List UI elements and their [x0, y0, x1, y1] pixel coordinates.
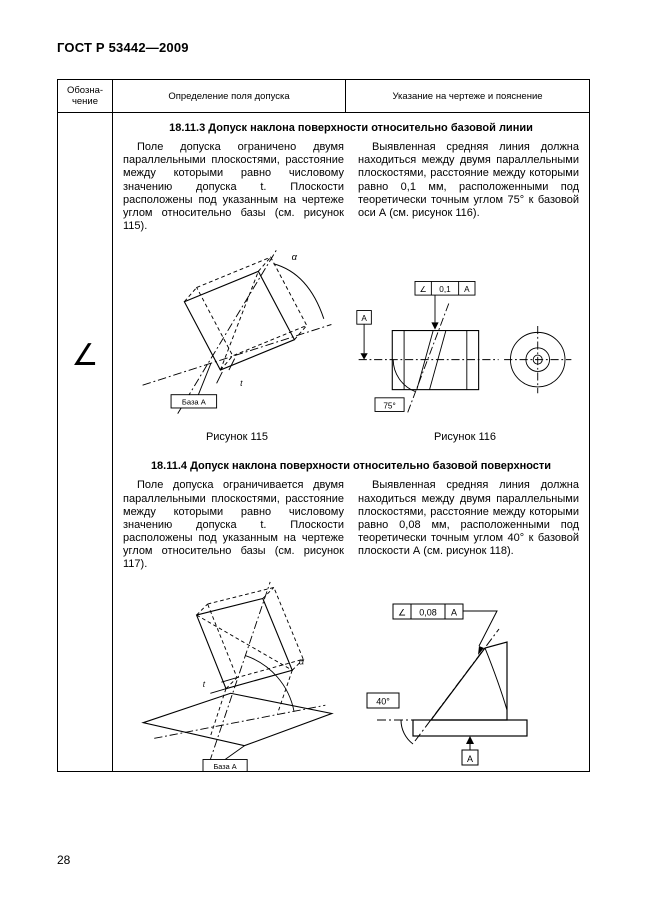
angle-arc: [400, 719, 414, 745]
datum-label-leader: [224, 744, 245, 760]
figure-115-caption: Рисунок 115: [205, 431, 269, 444]
datum-flag: [356, 310, 372, 354]
tolerance-zone-front-plane: [195, 597, 293, 689]
part-outline: [391, 330, 480, 391]
tolerance-t-label: t: [202, 679, 205, 688]
angle-value: 40°: [376, 696, 390, 706]
figure-116-drawing: ∠ 0,1 А А 75°: [356, 281, 572, 413]
datum-label: База А: [182, 398, 207, 407]
figure-117-drawing: α t База А: [140, 581, 334, 771]
datum-line: [142, 324, 332, 386]
inclined-feature-line: [429, 330, 447, 391]
t-extension-line: [220, 676, 237, 683]
angle-arc: [244, 654, 295, 712]
leader-arrow: [478, 645, 484, 655]
tolerance-zone-edges: [195, 586, 304, 737]
base-plane: [140, 692, 334, 746]
figure-116-caption: Рисунок 116: [433, 431, 497, 444]
column-header-designation: Обозна- чение: [58, 80, 113, 112]
end-view: [504, 326, 572, 394]
datum-label-leader: [197, 363, 212, 398]
standard-number: ГОСТ Р 53442—2009: [57, 40, 189, 55]
fcf-symbol: ∠: [420, 285, 427, 294]
section-1-figures: α t База А Рисунок 115: [123, 241, 579, 443]
datum-label-box: [202, 758, 248, 771]
fcf-tolerance-value: 0,1: [439, 285, 451, 294]
document-page: ГОСТ Р 53442—2009 Обозна- чение Определе…: [57, 40, 590, 867]
designation-cell: ∠: [58, 113, 113, 771]
datum-flag-box: [461, 749, 479, 766]
angle-value-box: [374, 397, 405, 413]
angle-arc: [392, 359, 416, 393]
figure-118: ∠ 0,08 А 40° А Рисунок 118: [351, 598, 579, 771]
angle-alpha-label: α: [298, 656, 304, 666]
figure-116: ∠ 0,1 А А 75° Рисунок 116: [351, 276, 579, 443]
table-header-row: Обозна- чение Определение поля допуска У…: [58, 80, 589, 113]
section-1-indication: Выявленная средняя линия должна находить…: [358, 141, 579, 219]
section-2-figures: α t База А Рисунок 117: [123, 580, 579, 771]
table-body: ∠ 18.11.3 Допуск наклона поверхности отн…: [58, 113, 589, 771]
section-2-definition: Поле допуска ограничивается двумя паралл…: [123, 479, 344, 571]
angle-alpha-label: α: [292, 252, 298, 263]
fcf-symbol: ∠: [398, 607, 406, 617]
datum-letter: А: [361, 314, 367, 323]
table-content-cell: 18.11.3 Допуск наклона поверхности относ…: [113, 113, 589, 771]
angle-value-box: [366, 692, 400, 709]
figure-115-drawing: α t База А: [142, 248, 332, 415]
feature-control-frame: [392, 603, 498, 646]
angle-value: 75°: [383, 402, 395, 411]
base-plane-axis: [153, 704, 325, 739]
zone-axis-line: [177, 248, 278, 415]
datum-label: База А: [213, 762, 236, 771]
page-number: 28: [57, 853, 71, 867]
tolerance-zone-front-plane: [183, 270, 296, 372]
datum-letter: А: [467, 754, 473, 764]
section-2-text: Поле допуска ограничивается двумя паралл…: [123, 479, 579, 571]
section-1-text: Поле допуска ограничено двумя параллельн…: [123, 141, 579, 233]
tolerance-zone-edges: [183, 257, 308, 371]
zone-axis-line: [208, 581, 271, 763]
t-extension-line: [216, 372, 223, 384]
section-1-definition: Поле допуска ограничено двумя параллельн…: [123, 141, 344, 233]
inclined-feature-line: [416, 330, 434, 391]
datum-triangle: [466, 735, 474, 744]
leader-arrow: [431, 322, 439, 330]
datum-triangle: [360, 353, 368, 360]
figure-118-drawing: ∠ 0,08 А 40° А: [366, 603, 528, 766]
angularity-symbol: ∠: [71, 338, 99, 373]
feature-axis: [407, 301, 450, 413]
column-header-definition: Определение поля допуска: [113, 80, 346, 112]
figure-115: α t База А Рисунок 115: [123, 241, 351, 443]
fcf-datum-letter: А: [464, 285, 470, 294]
figure-117: α t База А Рисунок 117: [123, 580, 351, 771]
column-header-indication: Указание на чертеже и пояснение: [392, 90, 543, 102]
wedge-detail-curve: [484, 647, 508, 710]
t-extension-line: [209, 687, 226, 694]
feature-control-frame: [414, 281, 476, 323]
tolerance-zone-back-plane: [196, 256, 308, 357]
base-plate: [412, 719, 528, 737]
section-2-indication: Выявленная средняя линия должна находить…: [358, 479, 579, 558]
section-1-title: 18.11.3 Допуск наклона поверхности относ…: [169, 122, 533, 134]
fcf-datum-letter: А: [451, 607, 457, 617]
wedge-part-outline: [429, 640, 508, 721]
tolerance-t-label: t: [240, 378, 243, 388]
tolerance-zone-back-plane: [206, 586, 304, 678]
datum-label-box: [170, 394, 218, 409]
angle-arc: [273, 263, 325, 320]
fcf-tolerance-value: 0,08: [419, 607, 437, 617]
tolerance-table: Обозна- чение Определение поля допуска У…: [57, 79, 590, 772]
t-extension-line: [228, 358, 236, 371]
section-2-title: 18.11.4 Допуск наклона поверхности относ…: [150, 460, 552, 473]
